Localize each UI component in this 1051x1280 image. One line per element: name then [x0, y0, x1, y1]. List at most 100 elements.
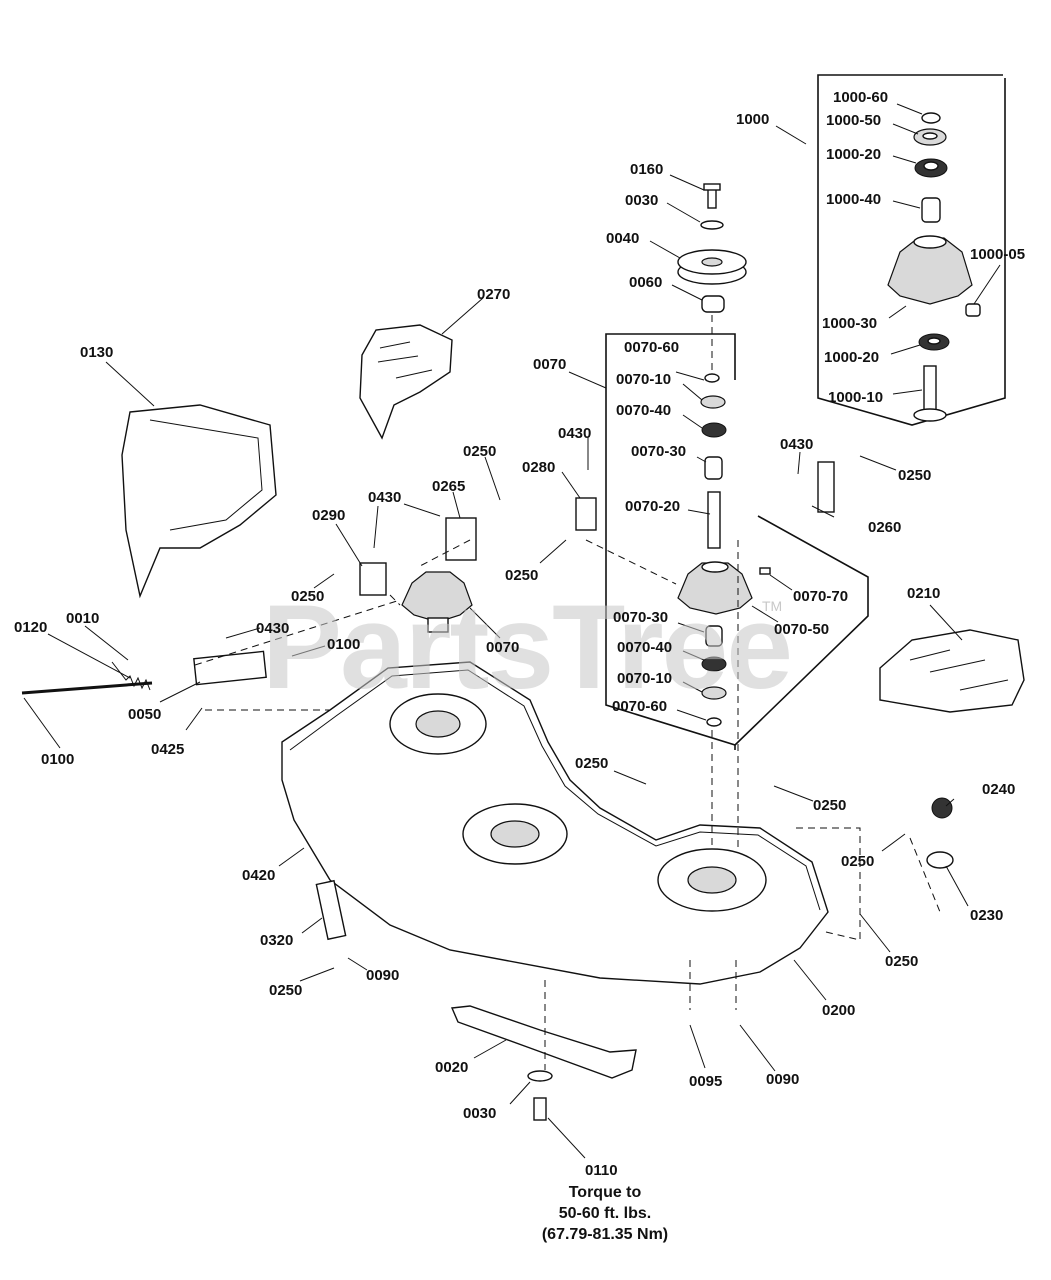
- kit-1000-outline: [817, 74, 1006, 426]
- callout-0430-e: 0430: [256, 620, 290, 637]
- callout-1000: 1000: [736, 111, 770, 128]
- callout-0260: 0260: [868, 519, 902, 536]
- callout-0110: 0110: [585, 1162, 618, 1179]
- washer-0070-60-bottom: [706, 717, 722, 727]
- callout-0425: 0425: [151, 741, 185, 758]
- callout-0250-e: 0250: [575, 755, 609, 772]
- blade-0020: [450, 1005, 637, 1079]
- callout-0070-10-bottom: 0070-10: [617, 670, 673, 687]
- callout-0250-b: 0250: [463, 443, 497, 460]
- belt-cover-0210-slots: [909, 649, 1009, 691]
- callout-0070-kit: 0070: [533, 356, 567, 373]
- washer-0070-60-top: [704, 373, 720, 383]
- cap-0070-10-bottom: [701, 686, 727, 700]
- watermark: PartsTree: [262, 580, 793, 714]
- sleeve-0070-30-bottom: [705, 625, 723, 647]
- leader-lines: [23, 103, 1001, 1159]
- callout-0200: 0200: [822, 1002, 856, 1019]
- shaft-1000-10: [923, 365, 937, 415]
- deck-spindle-right-hole: [687, 866, 737, 894]
- belt-cover-0210: [879, 629, 1025, 713]
- callout-0070-spindle: 0070: [486, 639, 520, 656]
- housing-1000-30-top: [913, 235, 947, 249]
- callout-1000-20-top: 1000-20: [826, 146, 882, 163]
- housing-0070-50-top: [701, 561, 729, 573]
- callout-0250-h: 0250: [269, 982, 303, 999]
- callout-0210: 0210: [907, 585, 941, 602]
- callout-0130: 0130: [80, 344, 114, 361]
- callout-0250-i: 0250: [885, 953, 919, 970]
- callout-0030-bottom: 0030: [463, 1105, 497, 1122]
- callout-1000-50: 1000-50: [826, 112, 882, 129]
- cap-1000-50-hole: [922, 132, 938, 140]
- callout-0070-40-bottom: 0070-40: [617, 639, 673, 656]
- deck-spindle-left-hole: [415, 710, 461, 738]
- callout-0430-a: 0430: [558, 425, 592, 442]
- callout-0430-d: 0430: [780, 436, 814, 453]
- bracket-0280: [575, 497, 597, 531]
- washer-0030: [700, 220, 724, 230]
- bearing-0070-40-top: [701, 422, 727, 438]
- callout-0090-a: 0090: [366, 967, 400, 984]
- callout-0265: 0265: [432, 478, 466, 495]
- bracket-0320: [315, 879, 347, 941]
- bracket-0230: [926, 851, 954, 869]
- belt-cover-0270-slots: [377, 341, 433, 379]
- alignment-lines: [194, 539, 944, 1070]
- callout-0160: 0160: [630, 161, 664, 178]
- fitting-0070-70: [759, 567, 771, 575]
- bearing-1000-20-bottom-hole: [927, 337, 941, 345]
- spring-0010: [111, 661, 151, 691]
- callout-1000-30: 1000-30: [822, 315, 878, 332]
- callout-0020: 0020: [435, 1059, 469, 1076]
- callout-0250-d: 0250: [898, 467, 932, 484]
- callout-0420: 0420: [242, 867, 276, 884]
- deck-rim: [289, 669, 821, 911]
- kit-0070-outline: [605, 333, 736, 750]
- callout-0070-30-top: 0070-30: [631, 443, 687, 460]
- nut-0240-body: [931, 797, 953, 819]
- bolt-0160-head: [703, 183, 721, 191]
- callout-0250-g: 0250: [841, 853, 875, 870]
- callout-0070-10-top: 0070-10: [616, 371, 672, 388]
- spacer-0060: [701, 295, 725, 313]
- spindle-assembly-0070-shaft: [427, 617, 449, 633]
- sleeve-0070-30-top: [704, 456, 723, 480]
- belt-cover-0270: [359, 324, 453, 440]
- callout-0040: 0040: [606, 230, 640, 247]
- discharge-chute-0130-inner: [149, 419, 263, 531]
- callout-0070-20: 0070-20: [625, 498, 681, 515]
- bracket-0265: [445, 517, 477, 561]
- fitting-1000-05: [965, 303, 981, 317]
- callout-0095: 0095: [689, 1073, 723, 1090]
- callout-0070-60-bottom: 0070-60: [612, 698, 668, 715]
- callout-0100-a: 0100: [327, 636, 361, 653]
- callout-0290: 0290: [312, 507, 346, 524]
- washer-0030-blade: [527, 1070, 553, 1082]
- callout-0010: 0010: [66, 610, 100, 627]
- torque-note: Torque to 50-60 ft. lbs. (67.79-81.35 Nm…: [475, 1182, 735, 1245]
- rod-0120: [21, 681, 153, 695]
- bearing-1000-20-top-hole: [923, 161, 939, 171]
- callout-0270: 0270: [477, 286, 511, 303]
- callout-1000-20-bottom: 1000-20: [824, 349, 880, 366]
- pulley-0040-hub: [701, 257, 723, 267]
- kit-0070-outline-right: [734, 515, 869, 746]
- sleeve-1000-40: [921, 197, 941, 223]
- washer-1000-60: [921, 112, 941, 124]
- callout-0320: 0320: [260, 932, 294, 949]
- bolt-0160: [707, 187, 717, 209]
- callout-0050: 0050: [128, 706, 162, 723]
- callout-0250-c: 0250: [291, 588, 325, 605]
- housing-0070-50: [677, 562, 753, 615]
- callout-1000-60: 1000-60: [833, 89, 889, 106]
- shaft-0070-20: [707, 491, 721, 549]
- housing-1000-30: [887, 237, 973, 305]
- callout-0070-70: 0070-70: [793, 588, 849, 605]
- discharge-chute-0130: [121, 404, 277, 599]
- callout-0430-b: 0430: [368, 489, 402, 506]
- torque-note-line2: 50-60 ft. lbs.: [558, 1205, 652, 1222]
- callout-1000-05: 1000-05: [970, 246, 1026, 263]
